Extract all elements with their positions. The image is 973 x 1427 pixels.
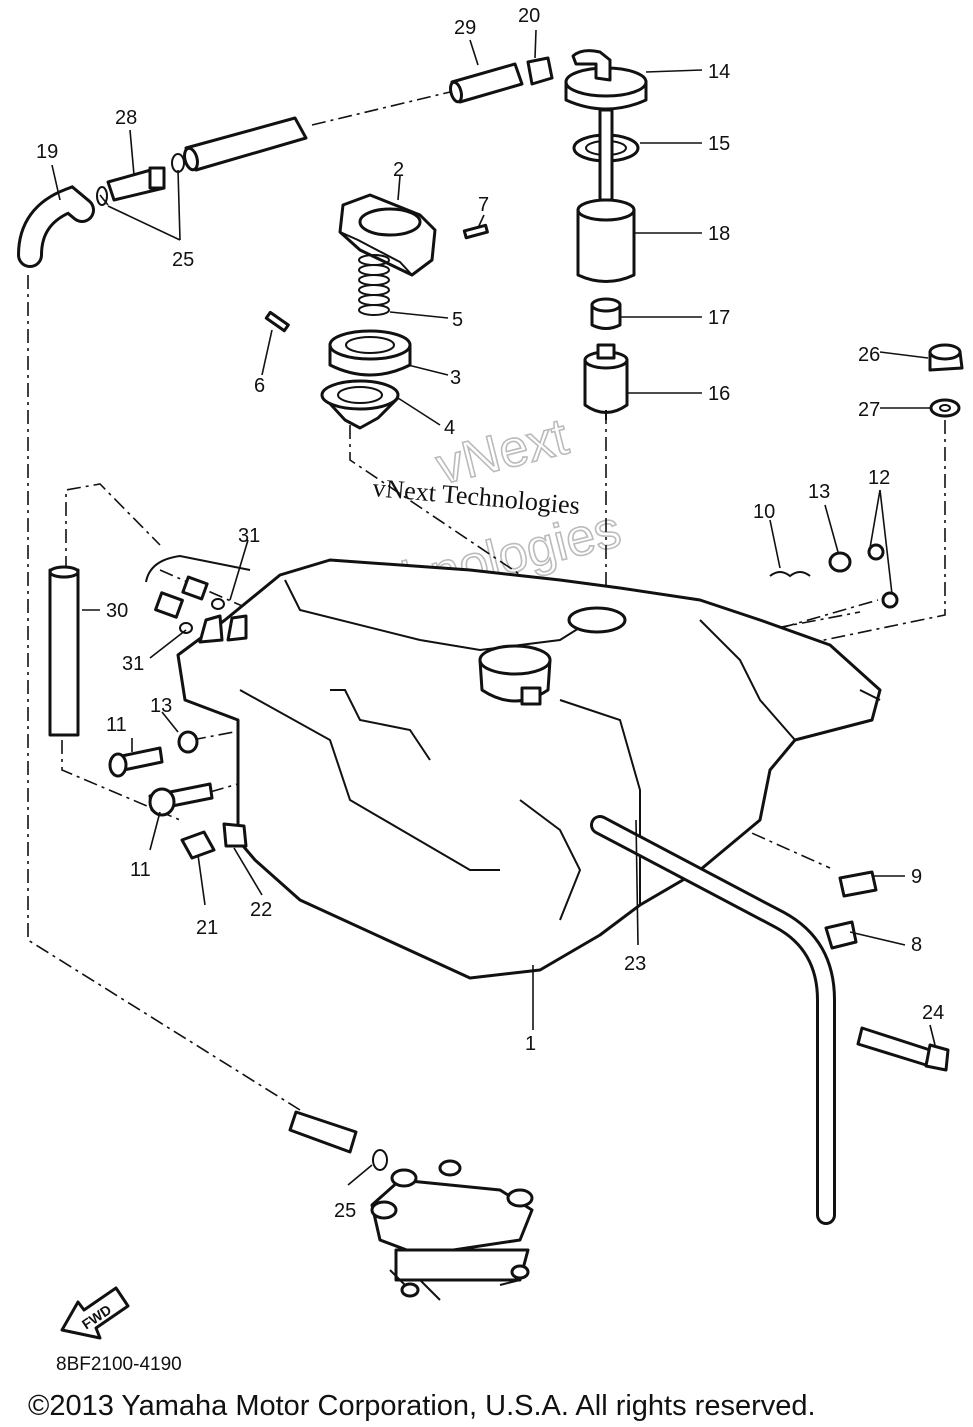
callout-30: 30: [106, 600, 128, 622]
diagram-code: 8BF2100-4190: [56, 1354, 182, 1375]
top-hoses: [17, 56, 554, 268]
callout-8: 8: [911, 934, 922, 956]
forward-arrow: FWD: [60, 1286, 130, 1340]
callout-6: 6: [254, 375, 265, 397]
callout-16: 16: [708, 383, 730, 405]
callout-12: 12: [868, 467, 890, 489]
callout-1: 1: [525, 1033, 536, 1055]
callout-5: 5: [452, 309, 463, 331]
callout-10: 10: [753, 501, 775, 523]
callout-14: 14: [708, 61, 730, 83]
callout-26: 26: [858, 344, 880, 366]
fuel-pickup-assembly: [564, 49, 648, 420]
breather-hose-loop: [145, 554, 251, 583]
callout-labels: 1 2 3 4 5 6 7 8 9 10 11 11 12 13 13 14 1…: [36, 5, 944, 1222]
callout-29: 29: [454, 17, 476, 39]
callout-9: 9: [911, 866, 922, 888]
callout-19: 19: [36, 141, 58, 163]
callout-21: 21: [196, 917, 218, 939]
callout-31-upper: 31: [238, 525, 260, 547]
callout-25-top: 25: [172, 249, 194, 271]
fuel-pump-area: [288, 1110, 534, 1301]
callout-25-bottom: 25: [334, 1200, 356, 1222]
callout-13-right: 13: [808, 481, 830, 503]
filler-cap-assembly: [264, 193, 489, 430]
callout-20: 20: [518, 5, 540, 27]
callout-7: 7: [478, 194, 489, 216]
spring: [358, 254, 390, 316]
callout-3: 3: [450, 367, 461, 389]
callout-28: 28: [115, 107, 137, 129]
callout-11-lower: 11: [130, 859, 151, 881]
callout-18: 18: [708, 223, 730, 245]
copyright-notice: ©2013 Yamaha Motor Corporation, U.S.A. A…: [28, 1390, 816, 1422]
callout-17: 17: [708, 307, 730, 329]
callout-31-lower: 31: [122, 653, 144, 675]
callout-4: 4: [444, 417, 455, 439]
callout-15: 15: [708, 133, 730, 155]
left-small-parts: [48, 565, 248, 860]
callout-2: 2: [393, 159, 404, 181]
callout-27: 27: [858, 399, 880, 421]
callout-23: 23: [624, 953, 646, 975]
callout-22: 22: [250, 899, 272, 921]
callout-24: 24: [922, 1002, 944, 1024]
right-small-parts: [769, 343, 964, 1072]
callout-11-upper: 11: [106, 714, 127, 736]
callout-13-left: 13: [150, 695, 172, 717]
fuel-tank: [176, 558, 882, 980]
leader-lines: [51, 29, 936, 1186]
